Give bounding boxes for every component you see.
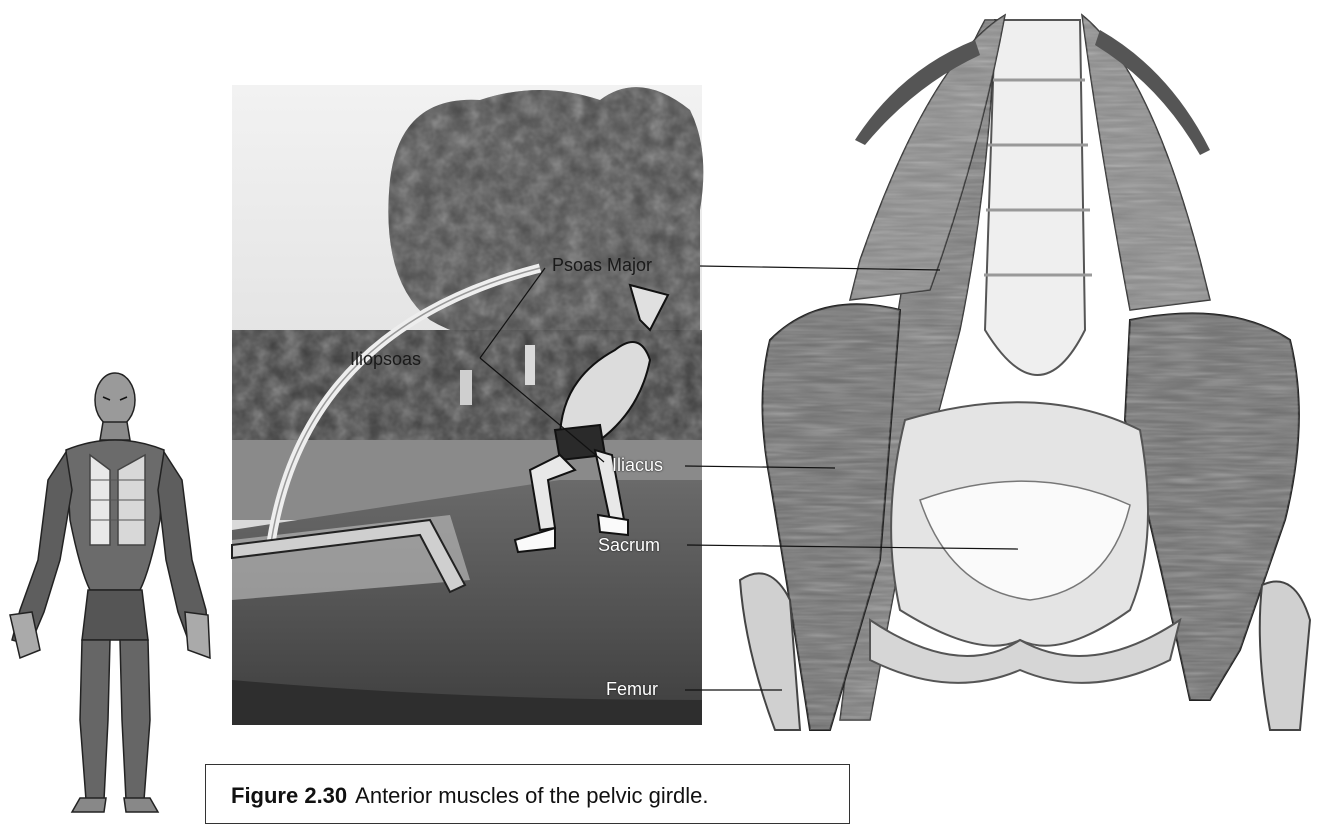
iliopsoas-leader-upper — [480, 268, 545, 358]
figure-caption-text: Anterior muscles of the pelvic girdle. — [355, 783, 708, 808]
figure-caption-box: Figure 2.30 Anterior muscles of the pelvi… — [205, 764, 850, 824]
psoas-major-label: Psoas Major — [552, 256, 652, 274]
iliopsoas-leader-lower — [480, 358, 604, 462]
femur-label: Femur — [606, 680, 658, 698]
iliacus-label: Iliacus — [612, 456, 663, 474]
iliacus-leader — [685, 466, 835, 468]
iliopsoas-label: Iliopsoas — [350, 350, 421, 368]
figure-caption: Figure 2.30 Anterior muscles of the pelvi… — [231, 783, 709, 809]
sacrum-label: Sacrum — [598, 536, 660, 554]
psoas-major-leader — [700, 266, 940, 270]
figure-number: Figure 2.30 — [231, 783, 347, 808]
sacrum-leader — [687, 545, 1018, 549]
